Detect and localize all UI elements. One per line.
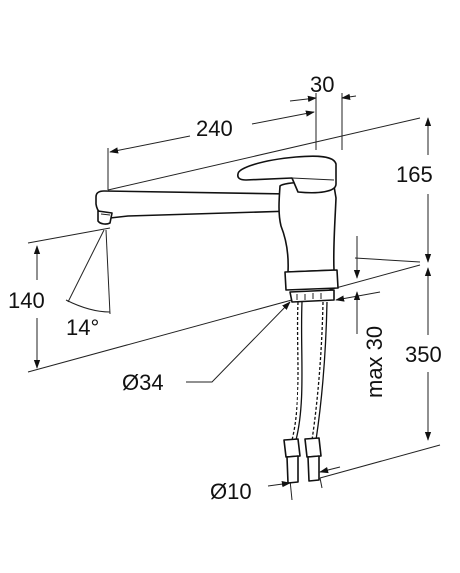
dim-hose-length: 350 [319,267,442,479]
hose-left [291,301,299,441]
fitting-right [304,437,322,458]
base-diameter-label: Ø34 [122,370,164,395]
mounting-nut [289,289,335,303]
spout-height-label: 140 [8,288,45,313]
hose-right [311,301,324,441]
spout-angle-label: 14° [66,315,99,340]
dim-spout-angle: 14° [65,229,111,340]
dim-base-diameter: Ø34 [122,291,381,395]
dim-spout-height: 140 [8,245,45,369]
aerator [97,210,113,225]
supply-hoses [283,301,328,484]
faucet-body [278,181,337,273]
base-ring [284,269,339,291]
spout-reach-label: 240 [196,116,233,141]
body-width-label: 30 [310,72,334,97]
faucet [95,155,339,303]
dim-body-width: 30 [289,72,357,103]
dim-hose-diameter: Ø10 [210,466,341,504]
spout [95,190,293,219]
extension-lines [27,93,421,501]
lever-height-label: 165 [396,162,433,187]
hose-length-label: 350 [405,342,442,367]
fitting-left [283,438,301,458]
dim-max-deck-thickness: max 30 [353,236,387,398]
dim-spout-reach: 240 [109,110,315,154]
dim-lever-height: 165 [396,117,433,263]
max-deck-thickness-label: max 30 [362,326,387,398]
hose-diameter-label: Ø10 [210,479,252,504]
lever-handle [237,155,337,194]
